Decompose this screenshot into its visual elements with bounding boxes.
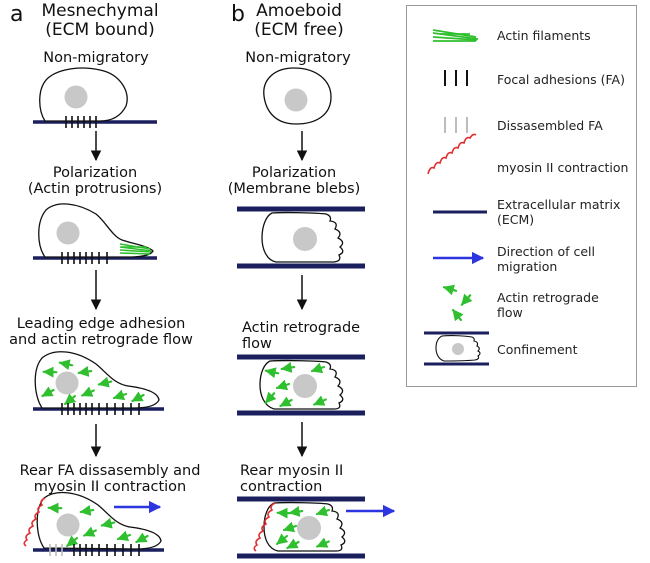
disassembled-fa-icon [444, 117, 468, 133]
legend-label-actin-filaments: Actin filaments [497, 28, 591, 43]
focal-adhesions [61, 252, 108, 264]
legend-label-focal-adhesions: Focal adhesions (FA) [497, 72, 625, 87]
panel-b-title: Amoeboid (ECM free) [254, 1, 344, 40]
focal-adhesions [61, 403, 140, 415]
myosin-contraction [23, 497, 46, 547]
myosin-contraction-icon [427, 133, 477, 175]
panel-a-title: Mesnechymal (ECM bound) [41, 1, 159, 40]
panel-b-step-4: Rear myosin II contraction [240, 463, 344, 495]
b-cell-1 [263, 67, 332, 125]
focal-adhesions [73, 544, 140, 556]
panel-a-letter: a [10, 2, 24, 27]
b-cell-4 [237, 496, 396, 559]
a-cell-4 [23, 491, 164, 556]
myosin-contraction [253, 502, 276, 552]
disassembled-fa [49, 544, 63, 556]
nucleus [64, 85, 88, 109]
confinement-icon [424, 331, 489, 366]
nucleus [55, 371, 79, 395]
legend-box [406, 5, 637, 387]
nucleus [56, 513, 80, 537]
b-cell-2 [237, 206, 365, 269]
actin-bundle [119, 243, 153, 255]
legend-label-myosin: myosin II contraction [497, 160, 629, 175]
panel-b-letter: b [231, 2, 245, 27]
legend-label-retrograde-flow: Actin retrograde flow [497, 290, 599, 320]
cell-membrane [34, 351, 160, 409]
a-cell-2 [33, 203, 157, 264]
panel-b-step-2: Polarization (Membrane blebs) [227, 165, 361, 197]
panel-b-step-3: Actin retrograde flow [242, 320, 361, 352]
nucleus [284, 88, 308, 112]
a-cell-1 [33, 67, 157, 128]
panel-a-step-2: Polarization (Actin protrusions) [27, 165, 163, 197]
legend-label-migration: Direction of cell migration [497, 244, 595, 274]
nucleus [56, 221, 80, 245]
panel-a-step-3: Leading edge adhesion and actin retrogra… [9, 316, 193, 348]
actin-filaments-icon [432, 29, 479, 42]
cell-membrane [36, 491, 162, 550]
legend-label-disassembled-fa: Dissasembled FA [497, 118, 603, 133]
retrograde-flow-icon [444, 284, 472, 321]
legend-label-ecm: Extracellular matrix (ECM) [497, 197, 621, 227]
panel-a-step-1: Non-migratory [43, 50, 149, 66]
focal-adhesions [65, 116, 97, 128]
legend-label-confinement: Confinement [497, 342, 578, 357]
focal-adhesions-icon [444, 70, 468, 86]
b-cell-3 [237, 354, 365, 416]
nucleus [297, 516, 321, 540]
panel-b-step-1: Non-migratory [245, 50, 351, 66]
a-cell-3 [33, 351, 164, 415]
panel-a-step-4: Rear FA dissasembly and myosin II contra… [19, 463, 201, 495]
nucleus [293, 227, 317, 251]
nucleus [293, 374, 317, 398]
